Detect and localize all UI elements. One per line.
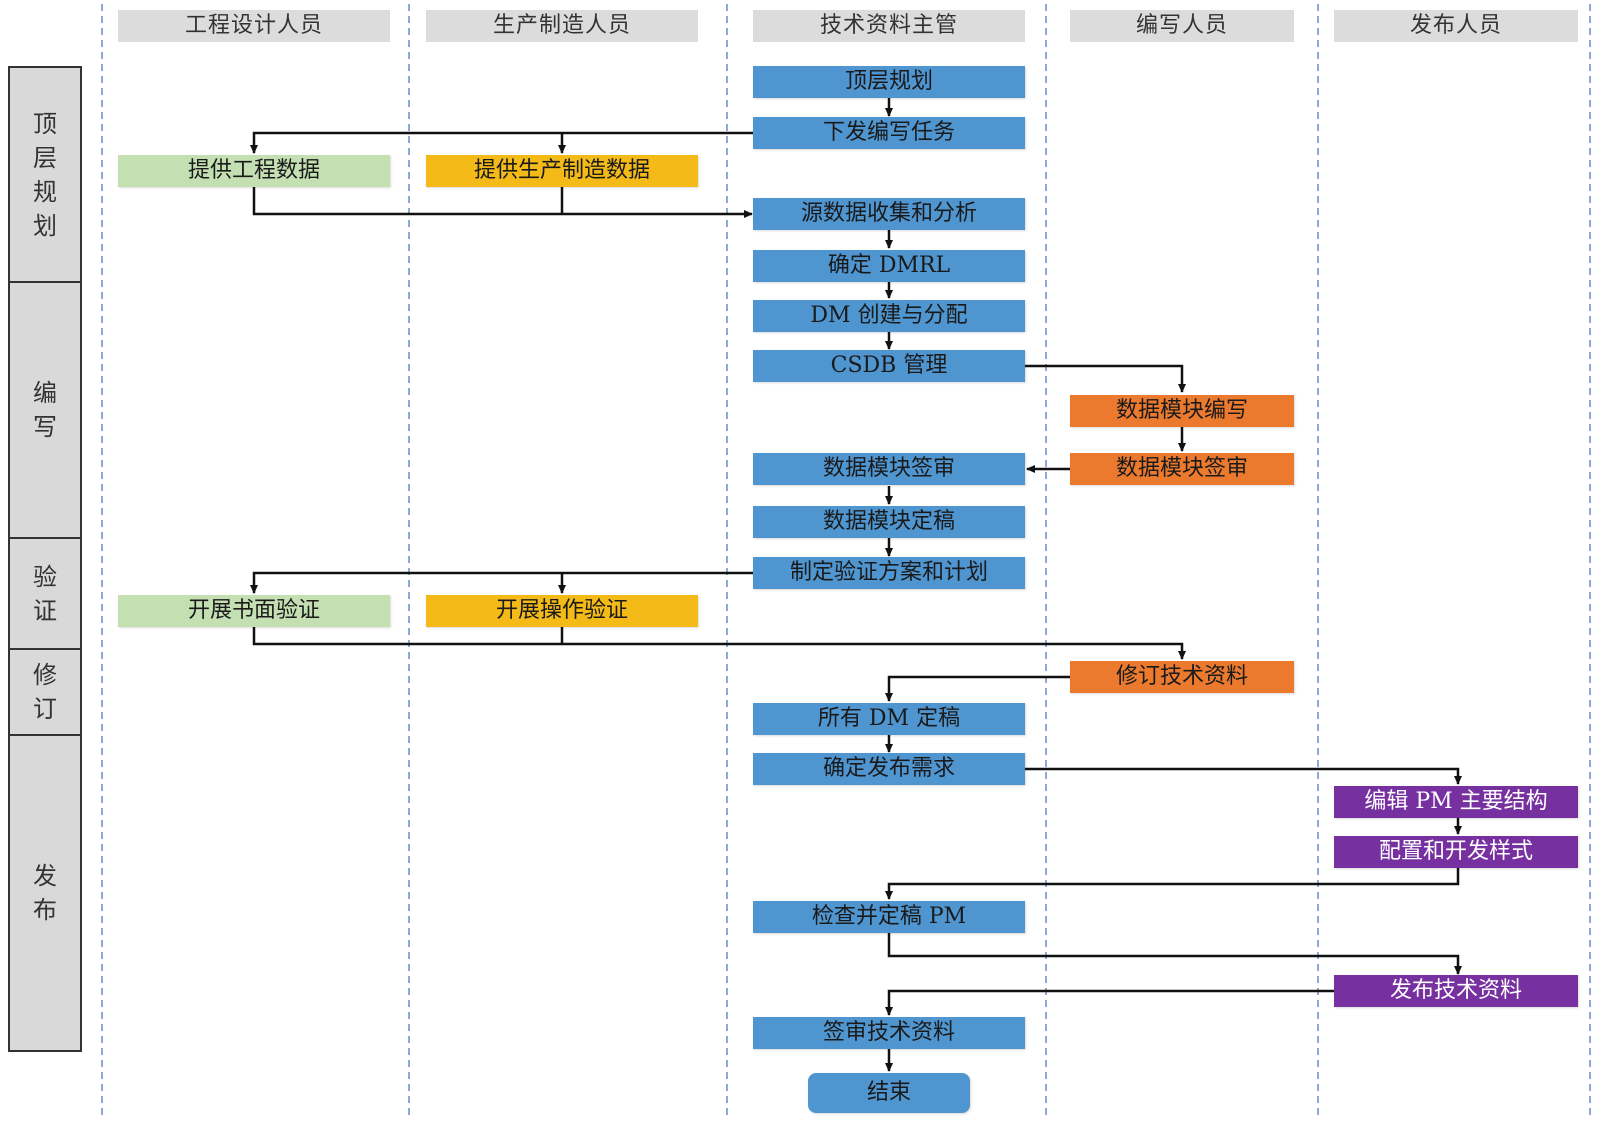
connector-revise-to-all-dm-final — [885, 675, 1070, 702]
lane-header-writers: 编写人员 — [1070, 10, 1294, 42]
lane-header-tech-data-manager: 技术资料主管 — [753, 10, 1025, 42]
node-provide-manufacturing-data[interactable]: 提供生产制造数据 — [426, 155, 698, 187]
node-data-module-finalize[interactable]: 数据模块定稿 — [753, 506, 1025, 538]
phase-top-planning: 顶层规划 — [8, 66, 82, 283]
node-data-module-review-writer[interactable]: 数据模块签审 — [1070, 453, 1294, 485]
node-provide-engineering-data[interactable]: 提供工程数据 — [118, 155, 390, 187]
node-configure-styles[interactable]: 配置和开发样式 — [1334, 836, 1578, 868]
lane-header-publishers: 发布人员 — [1334, 10, 1578, 42]
phase-verification: 验证 — [8, 537, 82, 650]
node-end[interactable]: 结束 — [808, 1073, 970, 1113]
connectors — [250, 98, 1462, 1072]
node-issue-writing-tasks[interactable]: 下发编写任务 — [753, 117, 1025, 149]
phase-label: 发布 — [33, 862, 57, 924]
phase-label: 修订 — [33, 661, 57, 723]
connector-csdb-to-dm-write — [1025, 364, 1186, 393]
phase-label: 验证 — [33, 562, 57, 625]
connector-pub-req-to-edit-pm — [1025, 767, 1462, 785]
node-revise-technical-data[interactable]: 修订技术资料 — [1070, 661, 1294, 693]
node-define-dmrl[interactable]: 确定 DMRL — [753, 250, 1025, 282]
node-dm-create-assign[interactable]: DM 创建与分配 — [753, 300, 1025, 332]
node-csdb-management[interactable]: CSDB 管理 — [753, 350, 1025, 382]
connector-desk-verify-to-revise — [252, 627, 1186, 660]
lane-header-engineering: 工程设计人员 — [118, 10, 390, 42]
connector-style-to-check-pm — [885, 868, 1460, 900]
connector-provide-data-to-collect — [252, 187, 753, 218]
node-approve-technical-data[interactable]: 签审技术资料 — [753, 1017, 1025, 1049]
node-top-level-planning[interactable]: 顶层规划 — [753, 66, 1025, 98]
node-data-module-review-manager[interactable]: 数据模块签审 — [753, 453, 1025, 485]
phase-publishing: 发布 — [8, 734, 82, 1052]
node-check-finalize-pm[interactable]: 检查并定稿 PM — [753, 901, 1025, 933]
node-operational-verification[interactable]: 开展操作验证 — [426, 595, 698, 627]
node-desk-verification[interactable]: 开展书面验证 — [118, 595, 390, 627]
connector-check-pm-to-publish — [887, 933, 1462, 975]
node-publish-technical-data[interactable]: 发布技术资料 — [1334, 975, 1578, 1007]
node-all-dm-finalized[interactable]: 所有 DM 定稿 — [753, 703, 1025, 735]
connector-issue-tasks-to-provide-data — [250, 131, 753, 154]
node-source-data-collection[interactable]: 源数据收集和分析 — [753, 198, 1025, 230]
node-data-module-writing[interactable]: 数据模块编写 — [1070, 395, 1294, 427]
lane-dividers — [101, 4, 1591, 1115]
connector-verify-plan-to-desk-verify — [250, 571, 753, 594]
phase-revision: 修订 — [8, 648, 82, 736]
node-define-publish-requirements[interactable]: 确定发布需求 — [753, 753, 1025, 785]
connector-publish-to-approve — [885, 989, 1334, 1016]
phase-label: 编写 — [33, 379, 57, 441]
phase-writing: 编写 — [8, 281, 82, 539]
node-verification-plan[interactable]: 制定验证方案和计划 — [753, 557, 1025, 589]
node-edit-pm-structure[interactable]: 编辑 PM 主要结构 — [1334, 786, 1578, 818]
phase-label: 顶层规划 — [33, 109, 57, 240]
lane-header-manufacturing: 生产制造人员 — [426, 10, 698, 42]
